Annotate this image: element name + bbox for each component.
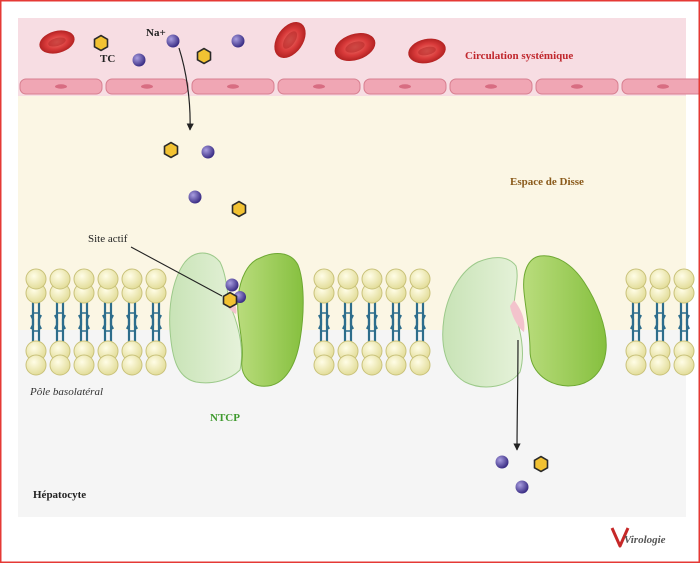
- endothelial-cell: [191, 78, 275, 95]
- virologie-logo: Virologie: [610, 527, 666, 548]
- active-site-pointer: [130, 246, 223, 297]
- sodium-ion-icon: [231, 34, 245, 48]
- phospholipid-head: [121, 268, 143, 376]
- sodium-ion-icon: [132, 53, 146, 67]
- arrow-into-disse: [178, 47, 194, 131]
- sodium-ion-icon: [201, 145, 215, 159]
- phospholipid-head: [625, 268, 647, 376]
- ntcp-subunit-dark: [523, 255, 607, 387]
- red-blood-cell-icon: [39, 30, 75, 54]
- labels: Na+ TC Circulation systémique Espace de …: [29, 27, 584, 501]
- sodium-ion-icon: [225, 278, 239, 292]
- ntcp-label: NTCP: [210, 412, 240, 424]
- bile-salts: [93, 34, 549, 473]
- sodium-ion-icon: [495, 455, 509, 469]
- sodium-ions: [132, 34, 529, 494]
- circulation-label: Circulation systémique: [465, 50, 573, 62]
- red-blood-cell-icon: [408, 38, 446, 64]
- basolateral-label: Pôle basolatéral: [29, 386, 103, 398]
- phospholipid-head: [97, 268, 119, 376]
- sodium-ion-icon: [166, 34, 180, 48]
- bile-salt-icon: [196, 47, 212, 65]
- phospholipid-head: [25, 268, 47, 376]
- phospholipid-head: [337, 268, 359, 376]
- bile-salt-icon: [533, 455, 549, 473]
- endothelial-cell: [363, 78, 447, 95]
- lipid-bilayer: [25, 268, 695, 376]
- endothelial-cell: [105, 78, 189, 95]
- red-blood-cell-icon: [274, 21, 306, 59]
- phospholipid-head: [649, 268, 671, 376]
- endothelium: [19, 78, 700, 95]
- ntcp-subunit-light: [169, 252, 243, 384]
- phospholipid-head: [673, 268, 695, 376]
- bile-salt-icon: [163, 141, 179, 159]
- red-blood-cell-icon: [334, 33, 376, 61]
- phospholipid-head: [73, 268, 95, 376]
- bile-salt-icon: [231, 200, 247, 218]
- arrow-into-hepatocyte: [513, 339, 521, 451]
- endothelial-cell: [535, 78, 619, 95]
- sodium-label: Na+: [146, 27, 166, 39]
- endothelial-cell: [449, 78, 533, 95]
- transport-channel: [510, 300, 525, 332]
- sodium-ion-icon: [515, 480, 529, 494]
- active-site-label: Site actif: [88, 233, 128, 245]
- bile-salt-icon: [222, 291, 238, 309]
- phospholipid-head: [49, 268, 71, 376]
- hepatocyte-label: Hépatocyte: [33, 489, 86, 501]
- disse-label: Espace de Disse: [510, 176, 584, 188]
- bile-salt-icon: [93, 34, 109, 52]
- phospholipid-head: [313, 268, 335, 376]
- phospholipid-head: [409, 268, 431, 376]
- phospholipid-head: [145, 268, 167, 376]
- logo-text: Virologie: [624, 534, 666, 546]
- sodium-ion-icon: [188, 190, 202, 204]
- phospholipid-head: [361, 268, 383, 376]
- phospholipid-head: [385, 268, 407, 376]
- endothelial-cell: [277, 78, 361, 95]
- tc-label: TC: [100, 53, 115, 65]
- endothelial-cell: [19, 78, 103, 95]
- flow-arrows: [130, 47, 521, 451]
- red-blood-cells: [39, 21, 446, 64]
- endothelial-cell: [621, 78, 700, 95]
